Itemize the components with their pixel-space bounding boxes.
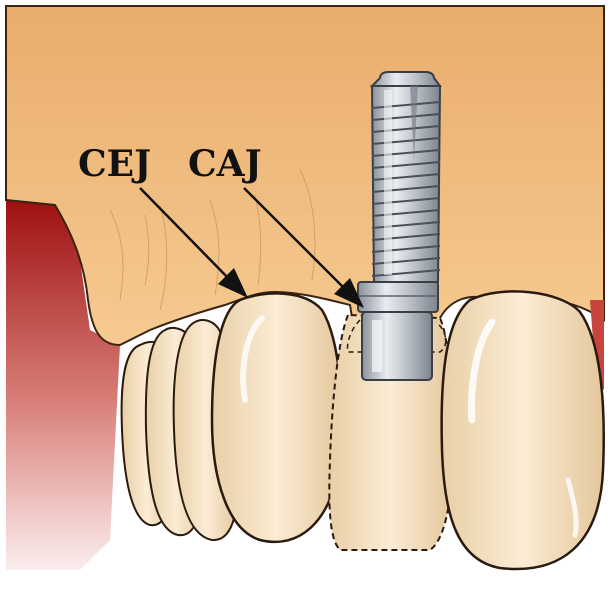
implant-collar (358, 282, 438, 312)
dental-implant-icon (372, 72, 440, 282)
caj-label: CAJ (188, 143, 262, 185)
implant-abutment (362, 312, 432, 380)
tooth-incisor (442, 291, 604, 569)
cej-label: CEJ (78, 143, 151, 185)
tooth-natural (212, 293, 341, 541)
